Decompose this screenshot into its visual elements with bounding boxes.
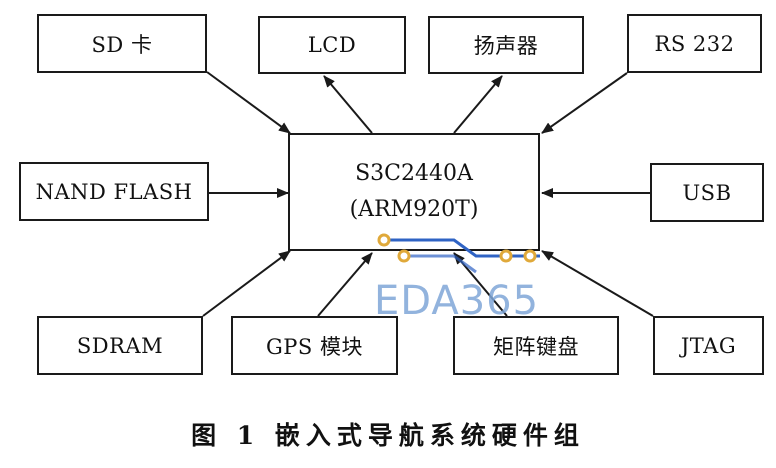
rs232-block: RS 232 [627, 14, 762, 73]
lcd-label: LCD [307, 33, 357, 57]
arrow-sdram-to-cpu [202, 250, 291, 317]
processor-block: S3C2440A (ARM920T) [288, 133, 540, 251]
figure-caption: 图 1 嵌入式导航系统硬件组 [191, 421, 585, 450]
arrow-gps-to-cpu [317, 252, 373, 317]
processor-core-label: (ARM920T) [349, 197, 479, 222]
watermark-trace-icon [377, 233, 540, 274]
speaker-block: 扬声器 [428, 16, 584, 74]
sdram-block: SDRAM [37, 316, 203, 375]
matrix-keypad-label: 矩阵键盘 [493, 334, 579, 359]
usb-label: USB [682, 180, 732, 205]
matrix-keypad-block: 矩阵键盘 [453, 316, 619, 375]
nand-flash-label: NAND FLASH [35, 179, 193, 204]
arrow-jtag-to-cpu [541, 250, 654, 317]
gps-module-label: GPS 模块 [266, 334, 363, 359]
arrow-cpu-to-speaker [453, 75, 503, 134]
arrow-cpu-to-lcd [323, 75, 373, 134]
arrow-rs232-to-cpu [541, 72, 628, 134]
watermark: EDA365 [370, 232, 560, 327]
gps-module-block: GPS 模块 [231, 316, 398, 375]
lcd-block: LCD [258, 16, 406, 74]
processor-chip-label: S3C2440A [355, 161, 473, 186]
sd-card-block: SD 卡 [37, 14, 207, 73]
sdram-label: SDRAM [76, 333, 164, 358]
nand-flash-block: NAND FLASH [19, 162, 209, 221]
rs232-label: RS 232 [654, 31, 735, 56]
jtag-block: JTAG [653, 316, 764, 375]
arrow-sd-to-cpu [206, 71, 291, 134]
watermark-text: EDA365 [374, 278, 540, 324]
usb-block: USB [650, 163, 764, 222]
sd-card-label: SD 卡 [91, 32, 153, 57]
jtag-label: JTAG [680, 333, 737, 358]
speaker-label: 扬声器 [473, 34, 539, 58]
